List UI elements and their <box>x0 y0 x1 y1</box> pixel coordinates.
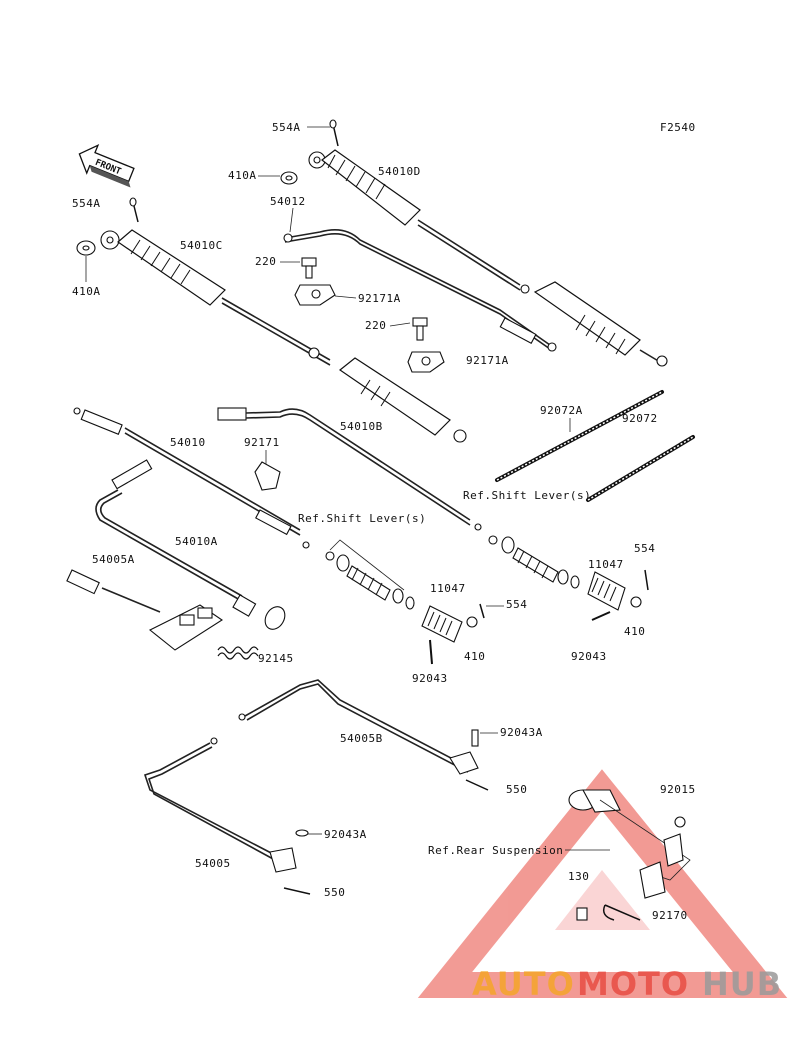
cotter-pin-554a-top <box>329 119 339 147</box>
label-410-right: 410 <box>624 625 645 638</box>
label-54005b: 54005B <box>340 732 383 745</box>
pin-554-right <box>644 569 649 591</box>
label-550-a: 550 <box>506 783 527 796</box>
bolt-220-a <box>301 257 317 279</box>
cable-54005b <box>238 679 479 775</box>
cable-54010c <box>100 229 467 443</box>
label-92072: 92072 <box>622 412 658 425</box>
nut-92015 <box>674 816 686 828</box>
svg-text:MOTO: MOTO <box>577 965 689 1003</box>
cable-tie-92072a <box>495 390 664 482</box>
label-54010b: 54010B <box>340 420 383 433</box>
pin-92043a-a <box>471 729 479 747</box>
cable-54010 <box>73 407 310 549</box>
watermark-logo <box>417 769 788 998</box>
front-arrow-icon: FRONT <box>78 143 135 188</box>
label-92043-right: 92043 <box>571 650 607 663</box>
cotter-pin-554a-left <box>129 197 139 223</box>
label-220-b: 220 <box>365 319 386 332</box>
label-554-right: 554 <box>634 542 655 555</box>
shift-lever-parts-left <box>325 539 415 610</box>
label-554a-top: 554A <box>272 121 301 134</box>
pin-554-mid <box>479 603 485 619</box>
label-92145: 92145 <box>258 652 294 665</box>
label-410a-left: 410A <box>72 285 101 298</box>
label-92015: 92015 <box>660 783 696 796</box>
label-92170: 92170 <box>652 909 688 922</box>
label-54005a: 54005A <box>92 553 135 566</box>
bolt-92043-right <box>591 611 611 621</box>
clip-550-b <box>283 887 311 895</box>
cable-54005 <box>143 737 297 873</box>
rear-suspension-bracket <box>568 789 691 899</box>
watermark-text: AUTO MOTO HUB <box>472 965 782 1003</box>
cable-54010b <box>217 407 482 531</box>
label-54010c: 54010C <box>180 239 223 252</box>
spring-92145 <box>217 646 259 660</box>
bolt-220-b <box>412 317 428 341</box>
clip-92170 <box>602 904 641 921</box>
label-550-b: 550 <box>324 886 345 899</box>
label-92043a-a: 92043A <box>500 726 543 739</box>
cable-54010d <box>308 149 668 367</box>
figure-code: F2540 <box>660 121 696 134</box>
label-554-mid: 554 <box>506 598 527 611</box>
bolt-130 <box>576 907 588 921</box>
label-92072a: 92072A <box>540 404 583 417</box>
block-11047-mid <box>421 605 463 643</box>
pin-92043a-b <box>295 829 309 837</box>
label-92171a-b: 92171A <box>466 354 509 367</box>
clip-550-a <box>465 779 489 791</box>
label-54010: 54010 <box>170 436 206 449</box>
label-54005: 54005 <box>195 857 231 870</box>
ref-shift-lever-left: Ref.Shift Lever(s) <box>298 512 426 525</box>
cable-54010a <box>95 459 286 630</box>
svg-text:HUB: HUB <box>702 965 782 1003</box>
ref-shift-lever-right: Ref.Shift Lever(s) <box>463 489 591 502</box>
label-220-a: 220 <box>255 255 276 268</box>
label-11047-mid: 11047 <box>430 582 466 595</box>
label-92171: 92171 <box>244 436 280 449</box>
cable-tie-92072 <box>586 435 695 502</box>
label-410-mid: 410 <box>464 650 485 663</box>
label-11047-right: 11047 <box>588 558 624 571</box>
label-92043-mid: 92043 <box>412 672 448 685</box>
svg-text:AUTO: AUTO <box>472 965 575 1003</box>
label-410a-top: 410A <box>228 169 257 182</box>
clamp-92171 <box>254 461 281 491</box>
label-92171a-a: 92171A <box>358 292 401 305</box>
washer-410-mid <box>466 616 478 628</box>
label-54010a: 54010A <box>175 535 218 548</box>
label-554a-left: 554A <box>72 197 101 210</box>
label-92043a-b: 92043A <box>324 828 367 841</box>
cable-54005a <box>66 569 223 651</box>
label-54012: 54012 <box>270 195 306 208</box>
washer-410-right <box>630 596 642 608</box>
label-130: 130 <box>568 870 589 883</box>
cable-54012 <box>283 229 557 352</box>
bolt-92043-mid <box>429 639 433 665</box>
ref-rear-suspension: Ref.Rear Suspension <box>428 844 563 857</box>
label-54010d: 54010D <box>378 165 421 178</box>
shift-lever-parts-right <box>488 535 580 589</box>
